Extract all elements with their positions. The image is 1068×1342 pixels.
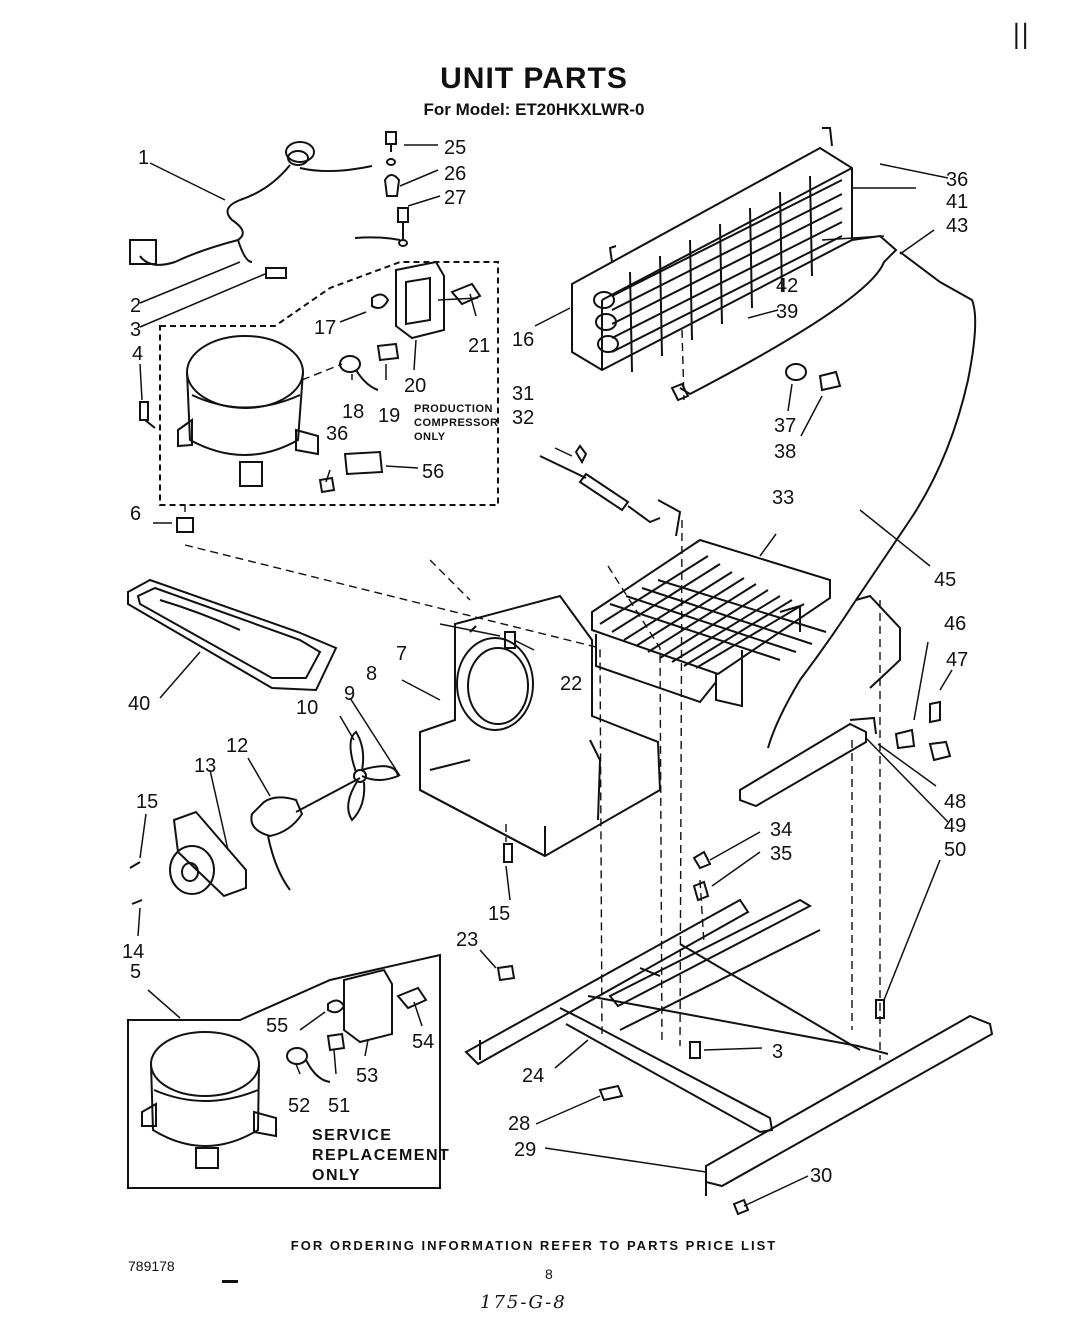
callout-41: 41 — [946, 191, 968, 213]
callout-10: 10 — [296, 697, 318, 719]
callout-45: 45 — [934, 569, 956, 591]
drain-pan-part — [127, 578, 338, 692]
production-note-line-2: COMPRESSOR — [414, 417, 498, 429]
callout-1: 1 — [138, 147, 149, 169]
callout-21: 21 — [468, 335, 490, 357]
callout-52: 52 — [288, 1095, 310, 1117]
callout-27: 27 — [444, 187, 466, 209]
callout-23: 23 — [456, 929, 478, 951]
callout-2: 2 — [130, 295, 141, 317]
service-replacement-box — [127, 953, 441, 1189]
callout-6: 6 — [130, 503, 141, 525]
production-note-line-1: PRODUCTION — [414, 403, 493, 415]
callout-20: 20 — [404, 375, 426, 397]
callout-50: 50 — [944, 839, 966, 861]
fan-motor-part — [129, 730, 400, 905]
callout-26: 26 — [444, 163, 466, 185]
ordering-note: FOR ORDERING INFORMATION REFER TO PARTS … — [290, 1238, 778, 1253]
model-subtitle: For Model: ET20HKXLWR-0 — [423, 100, 645, 119]
callout-5: 5 — [130, 961, 141, 983]
callout-32: 32 — [512, 407, 534, 429]
callout-35: 35 — [770, 843, 792, 865]
callout-43: 43 — [946, 215, 968, 237]
callout-19: 19 — [378, 405, 400, 427]
condenser-part — [571, 127, 898, 402]
service-note-line-1: SERVICE — [312, 1127, 392, 1144]
production-compressor-part — [139, 335, 319, 487]
callout-22: 22 — [560, 673, 582, 695]
callout-54: 54 — [412, 1031, 434, 1053]
capillary-tube-part — [767, 251, 977, 749]
handwritten-note: 175-G-8 — [480, 1292, 567, 1313]
callout-34: 34 — [770, 819, 792, 841]
page-number: 8 — [545, 1266, 553, 1282]
callout-12: 12 — [226, 735, 248, 757]
callout-37: 37 — [774, 415, 796, 437]
document-code: 789178 — [128, 1258, 175, 1274]
callout-13: 13 — [194, 755, 216, 777]
service-note-line-2: REPLACEMENT — [312, 1147, 450, 1164]
callout-36-right: 36 — [946, 169, 968, 191]
callout-9: 9 — [344, 683, 355, 705]
callout-56: 56 — [422, 461, 444, 483]
callout-4: 4 — [132, 343, 143, 365]
callout-15-left: 15 — [136, 791, 158, 813]
power-cord-part — [129, 141, 373, 266]
callout-40: 40 — [128, 693, 150, 715]
production-compressor-box — [159, 261, 499, 506]
callout-53: 53 — [356, 1065, 378, 1087]
callout-49: 49 — [944, 815, 966, 837]
callout-51: 51 — [328, 1095, 350, 1117]
callout-38: 38 — [774, 441, 796, 463]
corner-mark: || — [1012, 20, 1030, 50]
callout-17: 17 — [314, 317, 336, 339]
callout-46: 46 — [944, 613, 966, 635]
callout-31: 31 — [512, 383, 534, 405]
callout-36-left: 36 — [326, 423, 348, 445]
production-note-line-3: ONLY — [414, 431, 446, 443]
callout-47: 47 — [946, 649, 968, 671]
callout-18: 18 — [342, 401, 364, 423]
callout-8: 8 — [366, 663, 377, 685]
callout-30: 30 — [810, 1165, 832, 1187]
fan-shroud-part — [419, 594, 662, 858]
callout-16: 16 — [512, 329, 534, 351]
dash-mark — [222, 1280, 238, 1283]
callout-7: 7 — [396, 643, 407, 665]
page-title: UNIT PARTS — [440, 62, 628, 95]
callout-14: 14 — [122, 941, 144, 963]
callout-28: 28 — [508, 1113, 530, 1135]
callout-33: 33 — [772, 487, 794, 509]
callout-3-frame: 3 — [772, 1041, 783, 1063]
callout-39: 39 — [776, 301, 798, 323]
callout-15-right: 15 — [488, 903, 510, 925]
callout-3: 3 — [130, 319, 141, 341]
callout-24: 24 — [522, 1065, 544, 1087]
evaporator-part — [591, 499, 831, 708]
callout-25: 25 — [444, 137, 466, 159]
callout-48: 48 — [944, 791, 966, 813]
base-frame-part — [464, 898, 994, 1196]
callout-29: 29 — [514, 1139, 536, 1161]
service-note-line-3: ONLY — [312, 1167, 361, 1184]
service-compressor-part — [141, 968, 428, 1169]
callout-55: 55 — [266, 1015, 288, 1037]
callout-42: 42 — [776, 275, 798, 297]
